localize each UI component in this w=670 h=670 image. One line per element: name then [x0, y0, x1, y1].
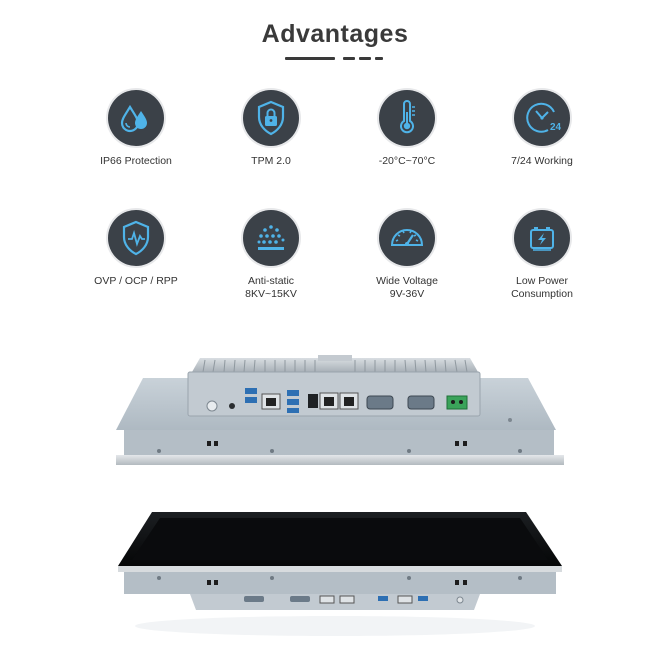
clock-24-badge: 24 — [550, 122, 562, 133]
page-title: Advantages — [261, 20, 409, 48]
feature-label-line2: Consumption — [511, 288, 573, 300]
feature-tpm: TPM 2.0 — [201, 90, 341, 168]
panel-pc-front-screen-image — [118, 512, 562, 636]
feature-label-line1: Anti-static — [247, 275, 295, 287]
thermometer-icon — [379, 90, 435, 146]
feature-label-line1: Wide Voltage — [376, 275, 438, 287]
feature-protection: OVP / OCP / RPP — [66, 210, 206, 288]
feature-24-7: 24 7/24 Working — [472, 90, 612, 168]
water-drops-icon — [108, 90, 164, 146]
feature-label: -20°C~70°C — [378, 155, 436, 167]
battery-bolt-icon — [514, 210, 570, 266]
shield-lock-icon — [243, 90, 299, 146]
feature-temperature: -20°C~70°C — [337, 90, 477, 168]
static-dots-icon — [243, 210, 299, 266]
feature-label: 7/24 Working — [511, 155, 573, 167]
gauge-icon — [379, 210, 435, 266]
feature-label-line2: 9V-36V — [389, 288, 425, 300]
feature-label: TPM 2.0 — [251, 155, 291, 167]
feature-ip66: IP66 Protection — [66, 90, 206, 168]
feature-label: OVP / OCP / RPP — [94, 275, 178, 287]
shield-wave-icon — [108, 210, 164, 266]
feature-label-line1: Low Power — [516, 275, 568, 287]
feature-label-line2: 8KV~15KV — [245, 288, 297, 300]
feature-label: IP66 Protection — [100, 155, 172, 167]
panel-pc-rear-io-image — [116, 355, 564, 465]
clock-24-icon: 24 — [514, 90, 570, 146]
title-underline — [285, 57, 395, 60]
